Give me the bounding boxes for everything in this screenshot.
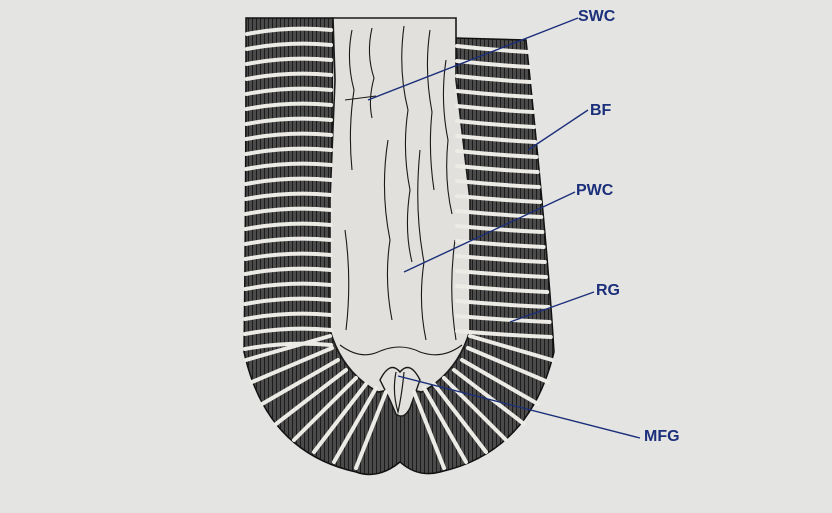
bf-leader-line <box>528 110 588 150</box>
label-pwc: PWC <box>576 182 613 200</box>
label-mfg: MFG <box>644 428 680 446</box>
label-swc: SWC <box>578 8 615 26</box>
label-bf: BF <box>590 102 611 120</box>
label-rg: RG <box>596 282 620 300</box>
